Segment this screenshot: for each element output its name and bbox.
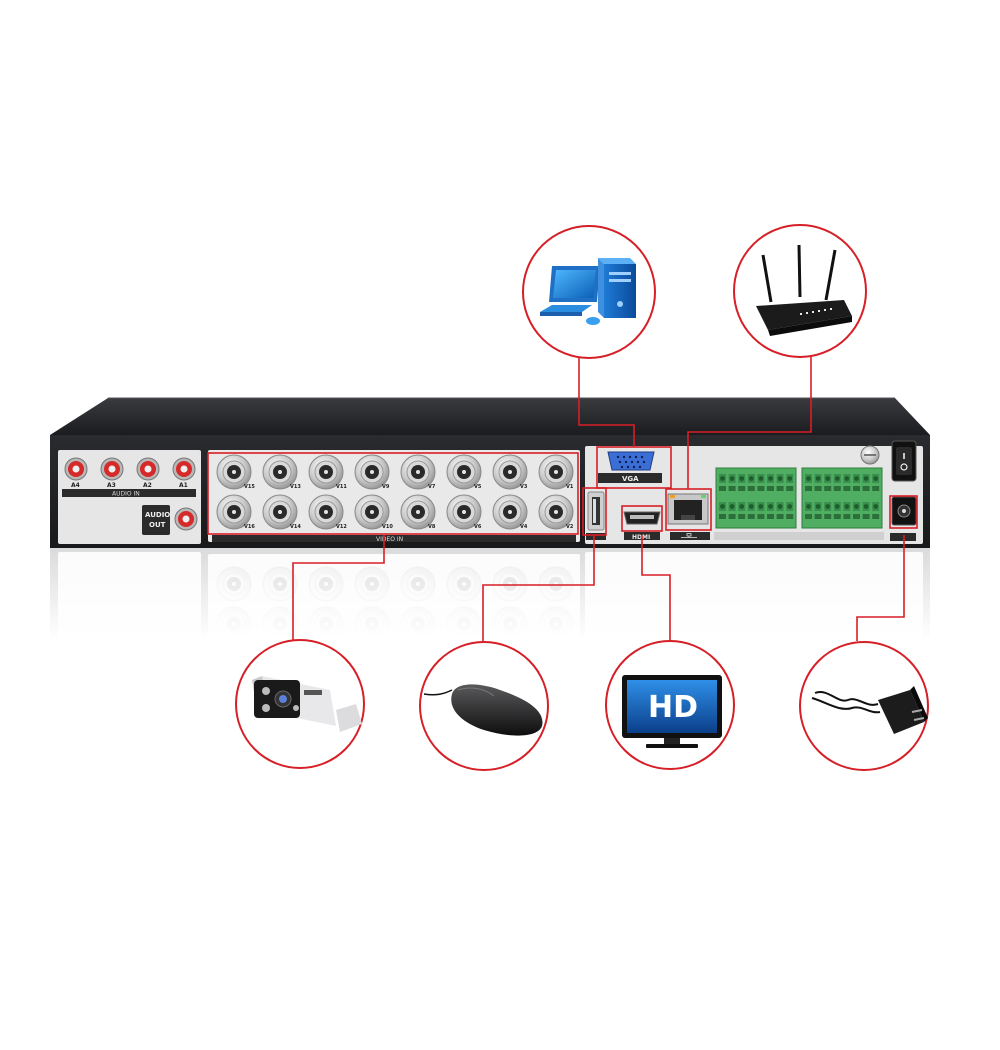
rca-port-a1: A1 xyxy=(172,457,196,489)
bnc-port-v13: V13 xyxy=(262,454,301,490)
hd-tv-icon: HD xyxy=(622,675,722,748)
vga-label: VGA xyxy=(622,475,639,483)
rca-label: A2 xyxy=(143,482,152,489)
bnc-label: V11 xyxy=(336,484,347,490)
bnc-label: V3 xyxy=(520,484,528,490)
bnc-port-v16: V16 xyxy=(216,494,255,530)
bnc-label: V12 xyxy=(336,524,347,530)
computer-monitor-icon xyxy=(540,258,636,325)
rca-label: A4 xyxy=(71,482,80,489)
dvr-top-lid xyxy=(50,398,930,435)
power-peripheral xyxy=(799,641,929,771)
dc-power-jack xyxy=(890,496,917,541)
audio-in-label: AUDIO IN xyxy=(112,491,140,498)
bnc-label: V8 xyxy=(428,524,436,530)
terminal-block xyxy=(715,467,797,529)
router-peripheral xyxy=(733,224,867,358)
mouse-icon xyxy=(423,684,543,736)
video-in-label: VIDEO IN xyxy=(376,536,403,543)
bnc-port-v5: V5 xyxy=(446,454,482,490)
bnc-port-v4: V4 xyxy=(492,494,528,530)
wifi-router-icon xyxy=(756,244,852,336)
bnc-label: V9 xyxy=(382,484,390,490)
tv-peripheral: HD xyxy=(605,640,735,770)
audio-out-label-box xyxy=(142,505,170,535)
dvr-reflection xyxy=(50,548,930,640)
bnc-label: V10 xyxy=(382,524,393,530)
bnc-port-v2: V2 xyxy=(538,494,574,530)
audio-out-label-line2: OUT xyxy=(149,521,166,529)
bnc-label: V13 xyxy=(290,484,301,490)
usb-port xyxy=(586,491,606,540)
bnc-port-v6: V6 xyxy=(446,494,482,530)
audio-out-label-line1: AUDIO xyxy=(145,511,170,519)
rca-port-audio-out xyxy=(174,507,198,531)
bnc-label: V2 xyxy=(566,524,574,530)
bnc-label: V16 xyxy=(244,524,255,530)
camera-peripheral xyxy=(235,639,365,769)
rca-port-a4: A4 xyxy=(64,457,88,489)
rca-label: A1 xyxy=(179,482,188,489)
bnc-port-v12: V12 xyxy=(308,494,347,530)
alarm-terminal-blocks xyxy=(714,467,884,540)
bnc-label: V15 xyxy=(244,484,255,490)
bnc-port-v7: V7 xyxy=(400,454,436,490)
security-camera-icon xyxy=(252,676,362,732)
bnc-port-v10: V10 xyxy=(354,494,393,530)
hdmi-label: HDMI xyxy=(632,534,650,541)
bnc-port-v3: V3 xyxy=(492,454,528,490)
bnc-port-v9: V9 xyxy=(354,454,390,490)
rca-port-a2: A2 xyxy=(136,457,160,489)
bnc-label: V6 xyxy=(474,524,482,530)
vga-port: VGA xyxy=(598,451,662,483)
bnc-port-v1: V1 xyxy=(538,454,574,490)
computer-peripheral xyxy=(522,225,656,359)
port-highlight-boxes xyxy=(207,446,918,536)
bnc-label: V4 xyxy=(520,524,528,530)
bnc-label: V14 xyxy=(290,524,301,530)
mouse-peripheral xyxy=(419,641,549,771)
rca-label: A3 xyxy=(107,482,116,489)
audio-in-ports: A4 A3 A2 A1 xyxy=(64,457,198,531)
ground-screw xyxy=(860,445,880,465)
bnc-port-v8: V8 xyxy=(400,494,436,530)
hd-badge: HD xyxy=(648,690,698,725)
bnc-port-v11: V11 xyxy=(308,454,347,490)
power-adapter-icon xyxy=(811,686,928,734)
connector-lines xyxy=(292,356,905,641)
power-switch xyxy=(891,440,917,482)
bnc-label: V1 xyxy=(566,484,574,490)
bnc-port-v14: V14 xyxy=(262,494,301,530)
bnc-port-v15: V15 xyxy=(216,454,255,490)
terminal-block xyxy=(801,467,883,529)
bnc-label: V5 xyxy=(474,484,482,490)
rca-port-a3: A3 xyxy=(100,457,124,489)
lan-port xyxy=(667,493,710,540)
bnc-label: V7 xyxy=(428,484,436,490)
